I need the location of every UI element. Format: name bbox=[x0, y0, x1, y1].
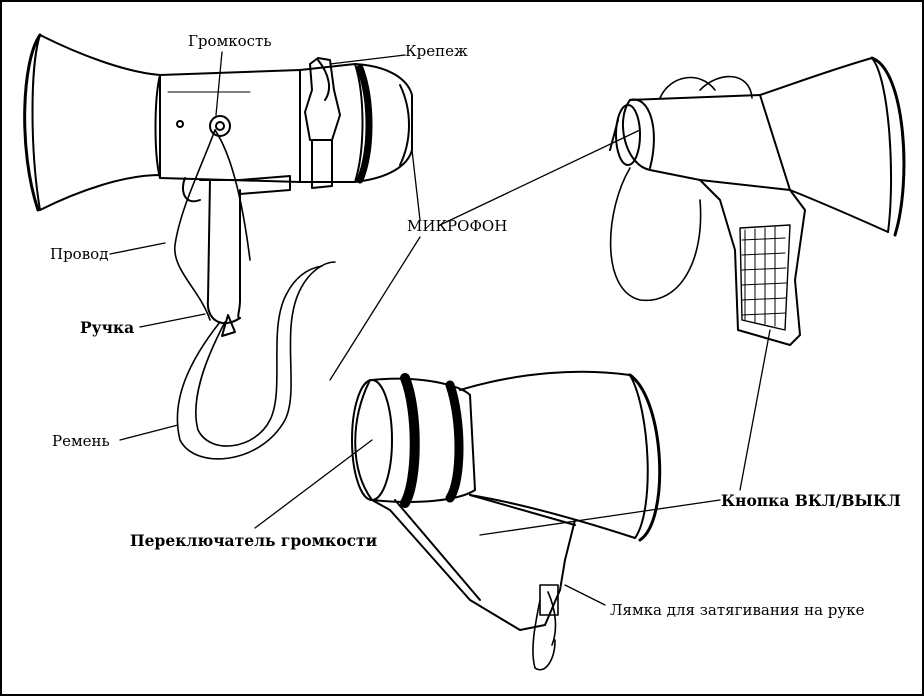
megaphone-side-view bbox=[23, 33, 413, 460]
label-strap: Ремень bbox=[52, 432, 110, 450]
leader-lines bbox=[109, 51, 771, 606]
label-volume: Громкость bbox=[188, 32, 272, 50]
label-wrist-strap: Лямка для затягивания на руке bbox=[610, 601, 865, 619]
megaphone-front-view bbox=[351, 370, 662, 671]
label-wire: Провод bbox=[50, 245, 109, 263]
megaphone-rear-view bbox=[609, 56, 906, 346]
label-power-button: Кнопка ВКЛ/ВЫКЛ bbox=[721, 491, 901, 510]
label-volume-switch: Переключатель громкости bbox=[130, 531, 378, 550]
label-microphone: МИКРОФОН bbox=[407, 217, 508, 235]
label-mount: Крепеж bbox=[405, 42, 468, 60]
label-handle: Ручка bbox=[80, 318, 135, 337]
